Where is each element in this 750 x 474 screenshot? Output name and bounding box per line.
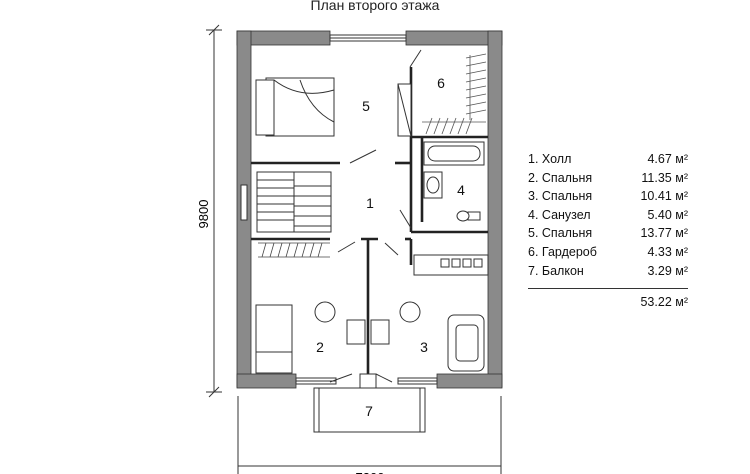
legend-item-label: 5. Спальня (528, 226, 593, 241)
counter-room-3 (413, 254, 489, 276)
room-number-4: 4 (457, 182, 465, 198)
furniture-room-2 (255, 301, 366, 374)
stairs (256, 171, 332, 233)
width-dimension (237, 396, 502, 474)
legend-item-6: 6. Гардероб 4.33 м² (528, 243, 688, 262)
bathroom-fixtures (423, 141, 485, 222)
room-number-3: 3 (420, 339, 428, 355)
legend-item-7: 7. Балкон 3.29 м² (528, 262, 688, 281)
height-dimension (206, 24, 222, 398)
legend-item-2: 2. Спальня 11.35 м² (528, 169, 688, 188)
legend-item-4: 4. Санузел 5.40 м² (528, 206, 688, 225)
legend-item-area: 4.67 м² (647, 152, 688, 166)
legend-item-area: 3.29 м² (647, 263, 688, 278)
legend-item-label: 7. Балкон (528, 263, 584, 278)
wardrobe-room-5 (397, 83, 412, 137)
room-number-1: 1 (366, 195, 374, 211)
windows (240, 34, 438, 385)
room-number-7: 7 (365, 403, 373, 419)
legend-item-area: 4.33 м² (647, 244, 688, 259)
width-dimension-label: 7200 (356, 470, 385, 474)
legend-item-area: 13.77 м² (640, 226, 688, 241)
room-number-2: 2 (316, 339, 324, 355)
railings (258, 242, 330, 258)
height-dimension-label: 9800 (196, 200, 211, 229)
legend-item-5: 5. Спальня 13.77 м² (528, 224, 688, 243)
balcony (313, 387, 426, 433)
closet-shelves-room-6 (422, 53, 487, 135)
legend-item-label: 6. Гардероб (528, 244, 597, 259)
legend-item-label: 2. Спальня (528, 170, 593, 185)
legend-item-1: 1. Холл 4.67 м² (528, 150, 688, 169)
bed-room-5 (255, 77, 335, 137)
legend-item-area: 10.41 м² (640, 189, 688, 204)
room-number-5: 5 (362, 98, 370, 114)
legend-divider (528, 288, 688, 290)
legend-item-3: 3. Спальня 10.41 м² (528, 187, 688, 206)
legend-item-label: 3. Спальня (528, 189, 593, 204)
legend-item-area: 5.40 м² (647, 207, 688, 222)
legend-item-label: 4. Санузел (528, 207, 591, 222)
interior-walls (251, 67, 488, 374)
plan-title: План второго этажа (310, 0, 440, 13)
legend-item-area: 11.35 м² (641, 170, 688, 185)
exterior-walls (236, 30, 503, 389)
legend-item-label: 1. Холл (528, 152, 572, 166)
room-number-6: 6 (437, 75, 445, 91)
legend-total: 53.22 м² (640, 295, 688, 310)
furniture-room-3 (370, 301, 485, 372)
area-legend: 1. Холл 4.67 м² 2. Спальня 11.35 м² 3. С… (528, 150, 688, 312)
